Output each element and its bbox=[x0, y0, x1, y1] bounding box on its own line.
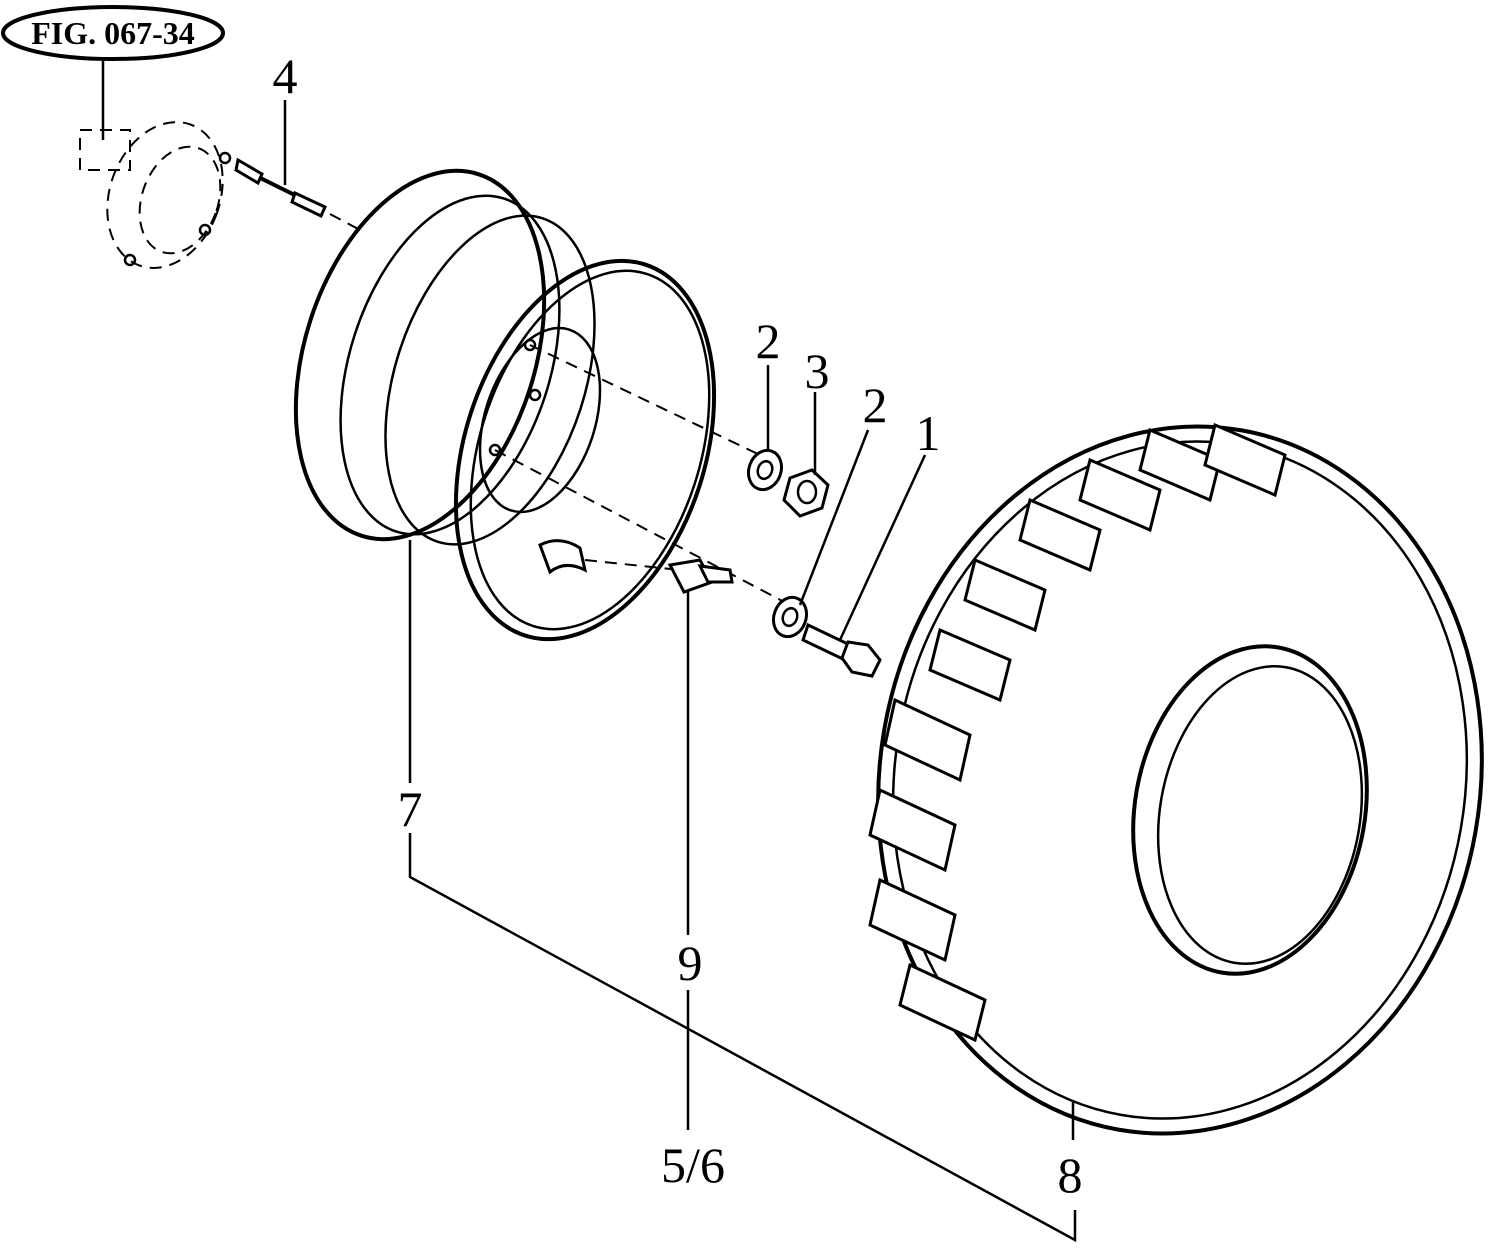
washer-upper[interactable] bbox=[743, 446, 787, 495]
assembly-axis-upper bbox=[529, 344, 761, 456]
figure-reference[interactable]: FIG. 067-34 bbox=[1, 5, 225, 61]
washer-lower[interactable] bbox=[768, 593, 812, 642]
wheel-rim[interactable] bbox=[252, 139, 759, 673]
leader-lines bbox=[283, 100, 1077, 1243]
wheel-stud[interactable] bbox=[234, 157, 361, 231]
figure-reference-label: FIG. 067-34 bbox=[31, 15, 195, 51]
leader-1 bbox=[838, 454, 927, 641]
bolt[interactable] bbox=[801, 622, 882, 678]
callout-1[interactable]: 1 bbox=[916, 405, 941, 461]
assembly-axis-lower bbox=[494, 449, 791, 606]
hub-reference bbox=[79, 121, 232, 269]
callout-2-upper[interactable]: 2 bbox=[756, 313, 781, 369]
valve-axis bbox=[584, 559, 681, 571]
valve[interactable] bbox=[667, 558, 734, 594]
nut[interactable] bbox=[782, 468, 830, 518]
figure-reference-oval bbox=[1, 5, 225, 61]
assembly-bracket bbox=[408, 833, 1077, 1243]
callout-8[interactable]: 8 bbox=[1058, 1147, 1083, 1203]
callout-5-6[interactable]: 5/6 bbox=[661, 1137, 725, 1193]
callout-4[interactable]: 4 bbox=[273, 48, 298, 104]
tire-tread bbox=[868, 422, 1287, 1043]
callout-9[interactable]: 9 bbox=[678, 935, 703, 991]
leader-2-lower bbox=[798, 429, 870, 606]
callout-3[interactable]: 3 bbox=[805, 343, 830, 399]
callout-2-lower[interactable]: 2 bbox=[863, 377, 888, 433]
tire[interactable] bbox=[823, 378, 1497, 1181]
callout-7[interactable]: 7 bbox=[398, 781, 423, 837]
